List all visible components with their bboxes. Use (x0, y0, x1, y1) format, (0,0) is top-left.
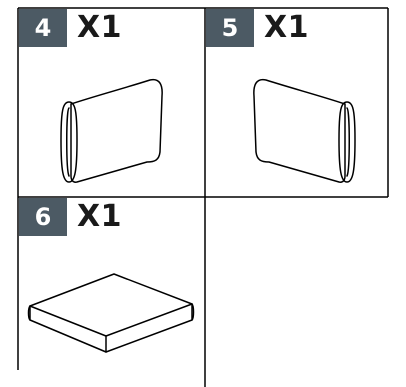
part-number-badge: 6 (19, 198, 67, 236)
back-cushion-right-icon (246, 68, 361, 188)
part-quantity: X1 (77, 9, 122, 47)
part-4-header: 4 X1 (19, 9, 122, 47)
part-number-badge: 4 (19, 9, 67, 47)
part-quantity: X1 (77, 198, 122, 236)
back-cushion-left-icon (55, 68, 170, 188)
part-5-header: 5 X1 (206, 9, 309, 47)
seat-cushion-icon (22, 268, 200, 364)
part-quantity: X1 (264, 9, 309, 47)
part-6-header: 6 X1 (19, 198, 122, 236)
part-number-badge: 5 (206, 9, 254, 47)
